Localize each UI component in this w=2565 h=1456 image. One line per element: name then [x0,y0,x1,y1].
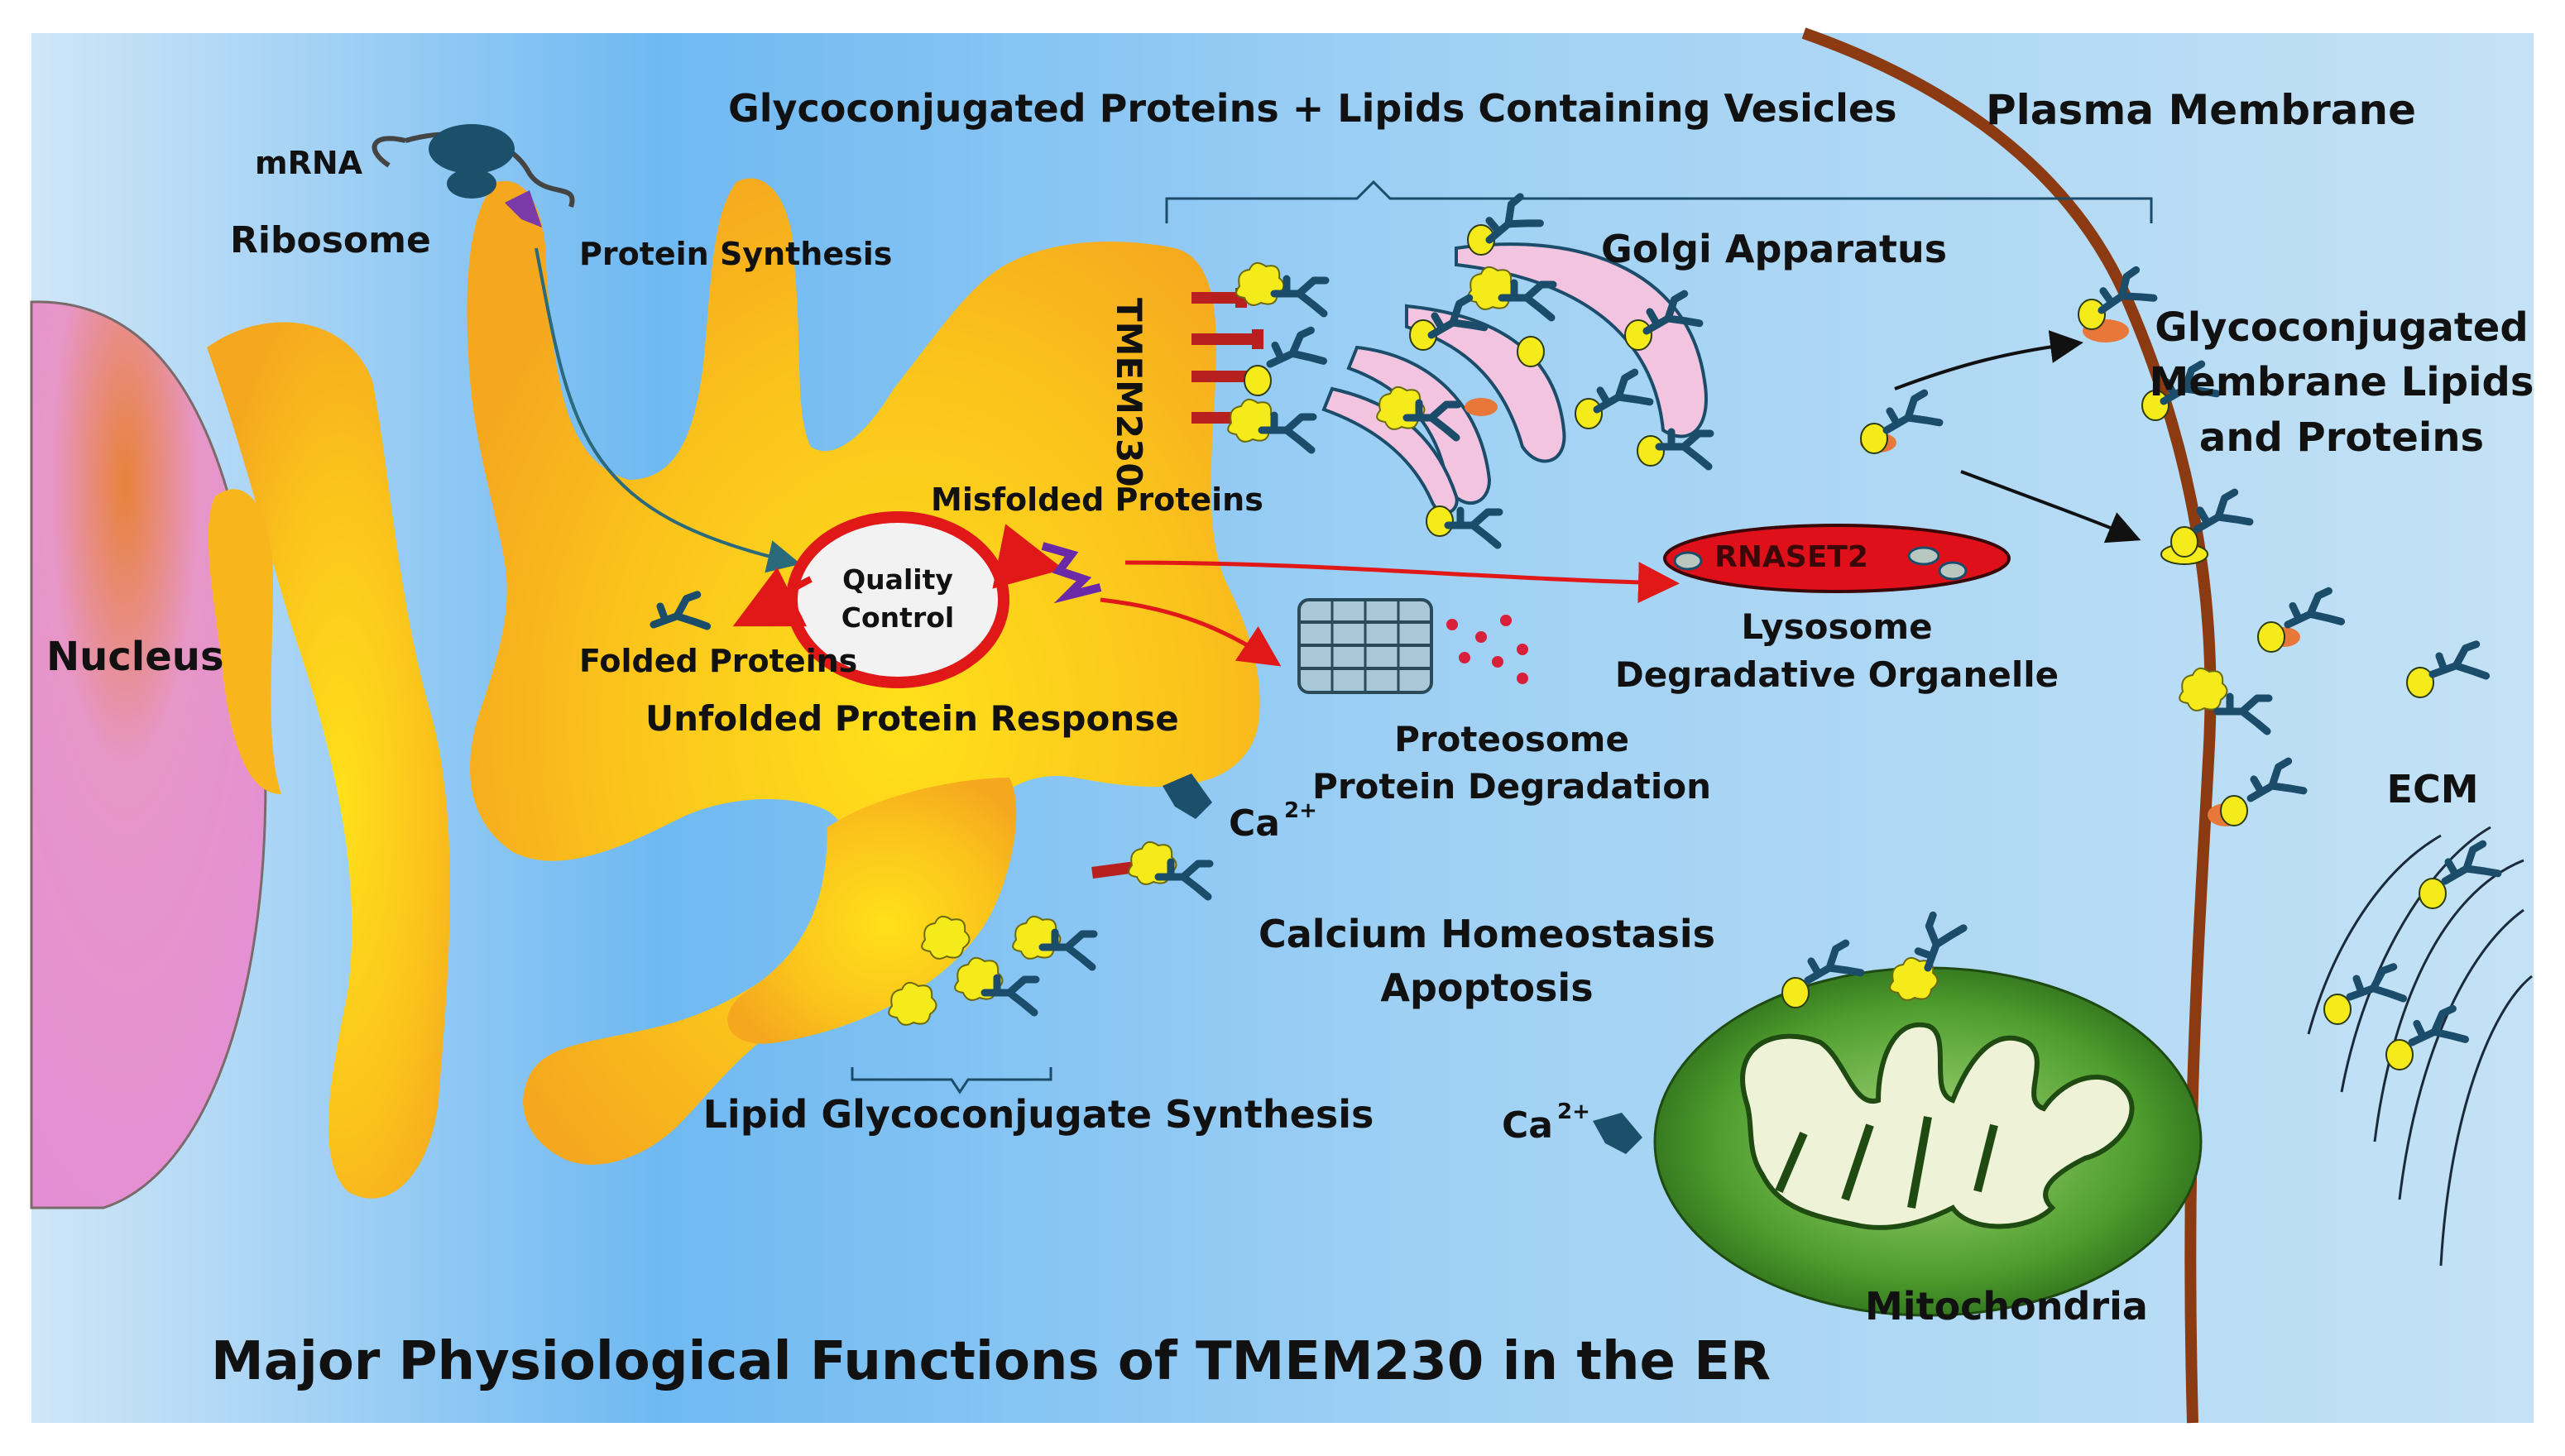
nucleus-label: Nucleus [46,634,224,680]
tmem230-label: TMEM230 [1109,298,1149,487]
ribosome-label: Ribosome [230,219,431,261]
folded-label: Folded Proteins [579,643,857,679]
arrow-to-proteosome [1100,597,1282,667]
proteosome-icon [1297,598,1528,694]
golgi-apparatus [1321,242,1708,515]
misfolded-label: Misfolded Proteins [931,481,1263,518]
ecm-label: ECM [2387,767,2479,812]
protein-synthesis-label: Protein Synthesis [579,236,892,272]
plasma-membrane-label: Plasma Membrane [1986,86,2416,134]
quality-control-label-2: Control [841,601,954,634]
proteosome-label-2: Protein Degradation [1312,766,1711,807]
lysosome-icon [1663,524,2011,593]
rnaset2-label: RNASET2 [1714,540,1868,574]
svg-text:2+: 2+ [1557,1099,1590,1124]
mitochondria-icon [1653,915,2203,1317]
upr-label: Unfolded Protein Response [645,698,1179,739]
svg-text:Ca: Ca [1229,802,1280,845]
figure-title: Major Physiological Functions of TMEM230… [211,1331,1771,1392]
calcium-channel-icon-mito [1593,1113,1642,1154]
apoptosis-label: Apoptosis [1380,965,1593,1010]
arrow-to-lysosome [1124,560,1680,604]
lipid-synthesis-label: Lipid Glycoconjugate Synthesis [703,1092,1374,1137]
vesicles-label: Glycoconjugated Proteins + Lipids Contai… [728,86,1897,131]
glycoconjugates-golgi [1376,195,1710,545]
svg-text:2+: 2+ [1284,798,1317,823]
membrane-glycoconjugates [2078,269,2487,826]
mitochondria-label: Mitochondria [1865,1284,2148,1329]
synthesis-arrow [535,247,801,573]
vesicles-brace [1165,180,2153,223]
calcium-homeostasis-label: Calcium Homeostasis [1259,912,1715,956]
golgi-label: Golgi Apparatus [1601,227,1947,271]
lipid-synthesis-brace [851,1067,1052,1094]
calcium-label-mito: Ca 2+ [1502,1099,1590,1147]
mrna-label: mRNA [255,145,363,181]
secreted-vesicles [1860,330,2141,544]
glyco-membrane-label-1: Glycoconjugated [2155,304,2528,351]
ecm-fibers [2307,826,2533,1267]
glyco-membrane-label-3: and Proteins [2199,414,2484,461]
ribosome-icon [372,124,575,228]
glyco-membrane-label-2: Membrane Lipids [2150,359,2534,405]
folded-arrow [732,567,813,627]
lysosome-label-1: Lysosome [1741,606,1932,647]
misfolded-arrow [992,524,1064,589]
calcium-channel-icon [1163,774,1212,819]
svg-text:Ca: Ca [1502,1104,1553,1147]
calcium-label-er: Ca 2+ [1229,798,1317,845]
misfolded-protein-icon [1041,542,1102,604]
lysosome-label-2: Degradative Organelle [1615,654,2059,695]
quality-control-label-1: Quality [842,563,953,596]
proteosome-label-1: Proteosome [1394,719,1629,759]
